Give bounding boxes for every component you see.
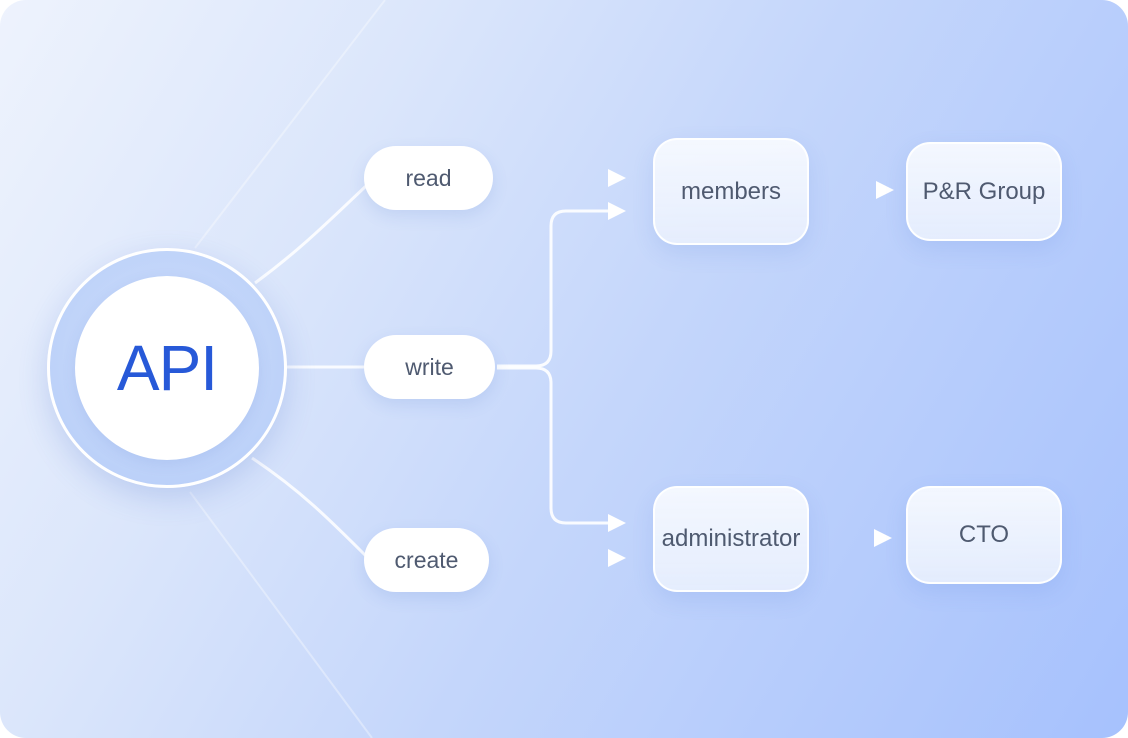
target-node-pr-group: P&R Group xyxy=(906,142,1062,241)
arrow-create-admin xyxy=(608,549,626,567)
decor-line-bottom xyxy=(189,491,373,738)
role-node-administrator: administrator xyxy=(653,486,809,592)
arrow-read-members xyxy=(608,169,626,187)
action-label-write: write xyxy=(405,353,454,380)
target-label-pr-group: P&R Group xyxy=(922,177,1046,205)
link-write-admin xyxy=(497,366,610,525)
decor-line-top xyxy=(194,0,386,249)
action-node-write: write xyxy=(364,335,495,399)
role-label-administrator: administrator xyxy=(661,525,801,552)
link-api-read xyxy=(254,184,368,285)
link-api-create xyxy=(251,456,368,558)
action-label-create: create xyxy=(394,546,459,573)
arrow-members-pr xyxy=(876,181,894,199)
arrow-admin-cto xyxy=(874,529,892,547)
action-node-create: create xyxy=(364,528,489,592)
api-label: API xyxy=(116,332,218,404)
api-node: API xyxy=(75,276,259,460)
arrow-write-admin xyxy=(608,514,626,532)
target-label-cto: CTO xyxy=(958,521,1010,548)
target-node-cto: CTO xyxy=(906,486,1062,584)
action-label-read: read xyxy=(405,164,452,191)
link-write-members xyxy=(497,209,610,368)
arrow-write-members xyxy=(608,202,626,220)
role-node-members: members xyxy=(653,138,809,245)
action-node-read: read xyxy=(364,146,493,210)
role-label-members: members xyxy=(680,177,782,205)
